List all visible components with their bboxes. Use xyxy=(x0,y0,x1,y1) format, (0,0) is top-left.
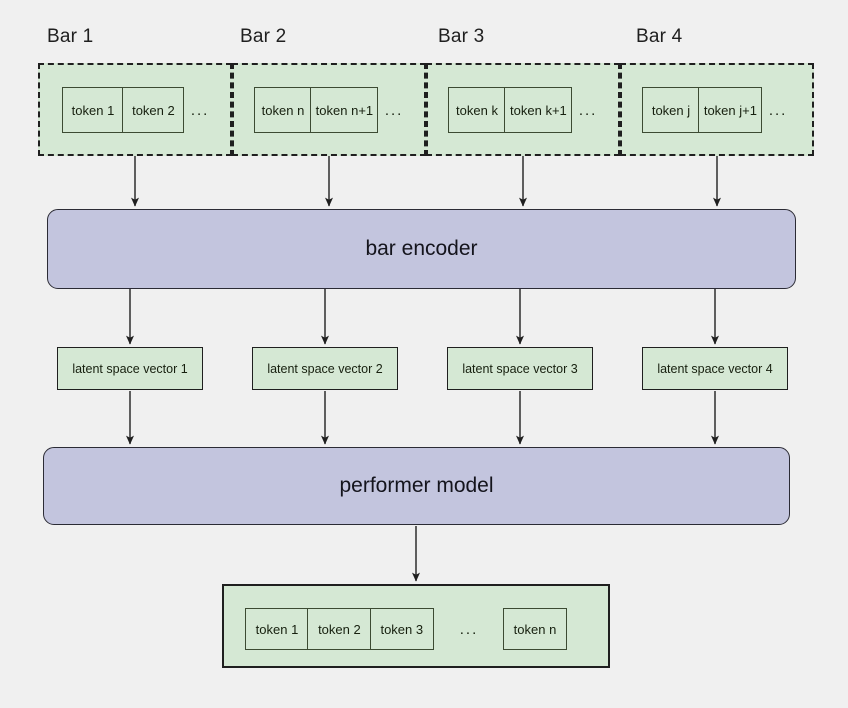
bar-encoder-label: bar encoder xyxy=(365,237,478,260)
bar-region-3[interactable]: token k token k+1 ... xyxy=(426,63,620,156)
output-token-region[interactable]: token 1 token 2 token 3 ... token n xyxy=(222,584,610,668)
output-token-cell-last[interactable]: token n xyxy=(503,608,567,650)
token-cell[interactable]: token 2 xyxy=(122,87,185,133)
token-cell[interactable]: token j+1 xyxy=(698,87,763,133)
latent-vector-box-1[interactable]: latent space vector 1 xyxy=(57,347,203,390)
token-cell[interactable]: token k+1 xyxy=(504,87,573,133)
performer-model-label: performer model xyxy=(339,474,494,497)
bar-region-1[interactable]: token 1 token 2 ... xyxy=(38,63,232,156)
output-ellipsis: ... xyxy=(459,620,479,638)
bar-label-4: Bar 4 xyxy=(636,26,683,47)
latent-vector-box-2[interactable]: latent space vector 2 xyxy=(252,347,398,390)
bar-ellipsis: ... xyxy=(384,101,404,119)
bar-encoder-box[interactable]: bar encoder xyxy=(47,209,796,289)
performer-model-box[interactable]: performer model xyxy=(43,447,790,525)
token-cell[interactable]: token 1 xyxy=(62,87,124,133)
bar-ellipsis: ... xyxy=(578,101,598,119)
token-cell[interactable]: token n+1 xyxy=(310,87,379,133)
bar-region-4[interactable]: token j token j+1 ... xyxy=(620,63,814,156)
bar-ellipsis: ... xyxy=(190,101,210,119)
latent-vector-box-3[interactable]: latent space vector 3 xyxy=(447,347,593,390)
bar-label-1: Bar 1 xyxy=(47,26,94,47)
bar-label-3: Bar 3 xyxy=(438,26,485,47)
latent-vector-box-4[interactable]: latent space vector 4 xyxy=(642,347,788,390)
output-token-cell[interactable]: token 1 xyxy=(245,608,309,650)
bar-region-2[interactable]: token n token n+1 ... xyxy=(232,63,426,156)
output-token-cell[interactable]: token 3 xyxy=(369,608,434,650)
token-cell[interactable]: token j xyxy=(642,87,700,133)
bar-label-2: Bar 2 xyxy=(240,26,287,47)
token-cell[interactable]: token n xyxy=(254,87,312,133)
output-token-cell[interactable]: token 2 xyxy=(307,608,372,650)
bar-ellipsis: ... xyxy=(768,101,788,119)
